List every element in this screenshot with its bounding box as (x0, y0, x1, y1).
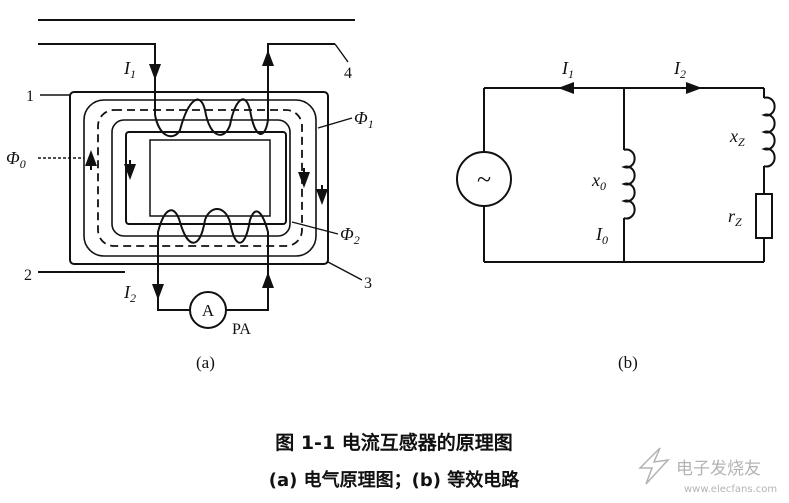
secondary-winding (157, 208, 269, 262)
secondary-lead-left (157, 262, 190, 311)
ac-source-symbol: ~ (477, 165, 491, 194)
figure-caption-title: 图 1-1 电流互感器的原理图 (275, 431, 513, 454)
core-inner-window (149, 139, 271, 217)
primary-conductor (38, 43, 156, 115)
watermark-bolt-icon (638, 447, 670, 485)
flux-path-outer (83, 99, 317, 257)
label-flux1: Φ1 (354, 108, 374, 131)
label-i1-b: I1 (561, 58, 574, 81)
label-i1-a: I1 (123, 58, 136, 81)
label-xz: xZ (729, 126, 745, 149)
callout-4-leader (334, 43, 349, 63)
watermark-url: www.elecfans.com (684, 484, 777, 495)
label-i0: I0 (595, 224, 608, 247)
diagram-b-labels: I1 I2 x0 I0 xZ rZ (b) (561, 58, 745, 372)
diagram-b (456, 82, 776, 263)
ammeter-circle (189, 291, 227, 329)
label-flux2: Φ2 (340, 224, 360, 247)
label-rz: rZ (728, 206, 742, 229)
callout-2: 2 (24, 267, 32, 284)
load-resistor (755, 193, 773, 239)
label-x0: x0 (591, 170, 606, 193)
primary-winding (154, 98, 269, 138)
sublabel-b: (b) (618, 353, 638, 372)
core-outer (69, 91, 329, 265)
ammeter-name: PA (232, 321, 251, 338)
label-i2-b: I2 (673, 58, 686, 81)
watermark-text: 电子发烧友 (676, 459, 761, 479)
ac-source (456, 151, 512, 207)
secondary-lead-right (226, 262, 269, 311)
primary-conductor-right (267, 43, 335, 120)
flux1-leader (317, 117, 353, 129)
flux2-leader (291, 221, 339, 235)
label-i2-a: I2 (123, 282, 136, 305)
diagram-a-labels: 1 2 3 4 I1 I2 Φ0 Φ1 Φ2 A PA (a) (6, 58, 374, 372)
sublabel-a: (a) (196, 353, 215, 372)
callout-3-leader (327, 261, 363, 281)
label-flux0: Φ0 (6, 148, 26, 171)
ammeter-symbol: A (202, 301, 215, 320)
watermark-logo: 电子发烧友 www.elecfans.com (638, 447, 777, 495)
shunt-inductor (621, 148, 636, 220)
callout-4: 4 (344, 65, 352, 82)
figure-caption-subtitle: (a) 电气原理图；(b) 等效电路 (269, 469, 520, 491)
flux-path-dashed (97, 109, 303, 247)
callout-1: 1 (26, 88, 34, 105)
load-inductor (761, 96, 776, 168)
diagram-a (38, 19, 363, 329)
callout-3: 3 (364, 275, 372, 292)
